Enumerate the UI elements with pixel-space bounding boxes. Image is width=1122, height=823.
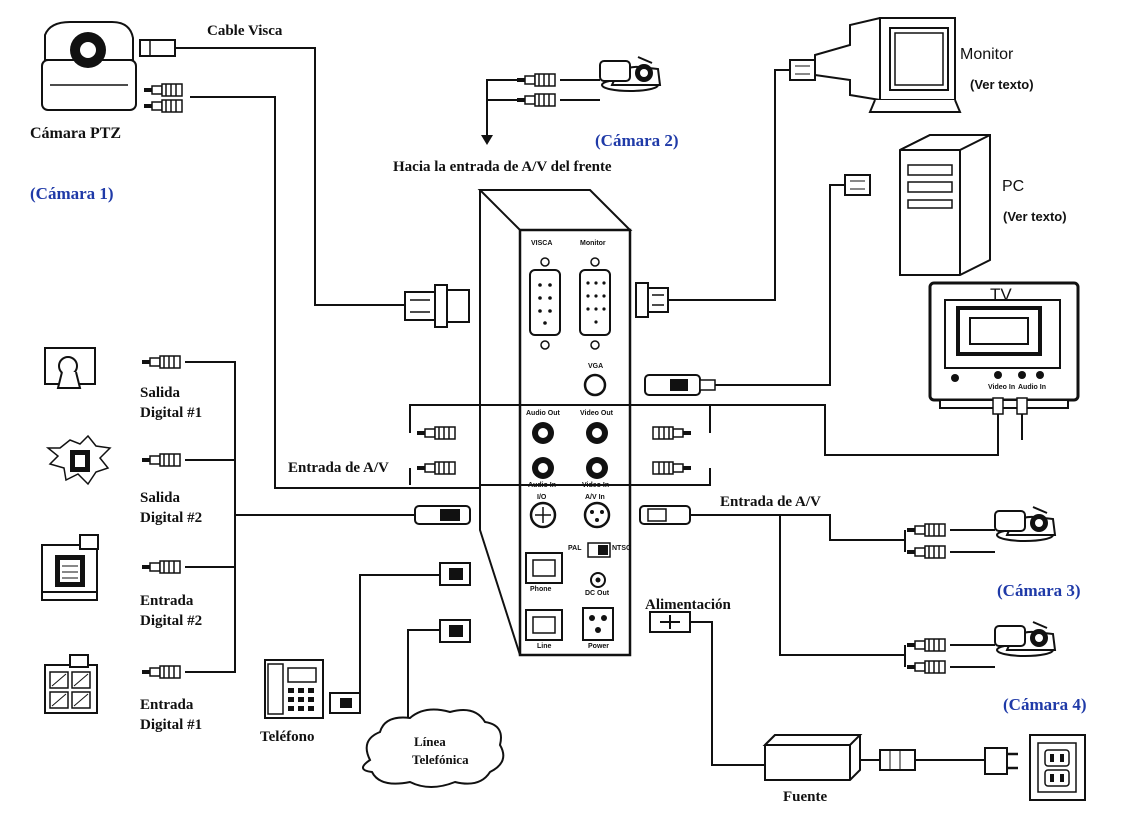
panel-label-video-out: Video Out (580, 410, 613, 417)
rj-plugs (439, 562, 471, 643)
label-salida-digital-2-a: Salida (140, 490, 181, 506)
tv-device (928, 281, 1080, 415)
label-pc-note: (Ver texto) (1003, 209, 1067, 224)
label-entrada-digital-2-b: Digital #2 (140, 613, 203, 629)
camera-4-device (994, 621, 1056, 657)
camera-3-device (994, 506, 1056, 542)
av-in-plug (639, 505, 691, 525)
panel-label-line: Line (537, 643, 552, 650)
label-hacia-entrada: Hacia la entrada de A/V del frente (393, 159, 612, 175)
label-camara-1: (Cámara 1) (30, 184, 114, 203)
tv-label-video-in: Video In (988, 384, 1016, 391)
label-tv: TV (990, 285, 1012, 304)
digital-in-2-device (41, 534, 99, 601)
label-pc: PC (1002, 178, 1025, 195)
digital-out-2-device (45, 434, 112, 486)
label-alimentacion: Alimentación (645, 597, 731, 613)
panel-label-phone: Phone (530, 586, 552, 593)
ptz-camera (41, 21, 137, 111)
panel-label-audio-in: Audio In (528, 482, 556, 489)
label-salida-digital-1-b: Digital #1 (140, 405, 203, 421)
label-monitor: Monitor (960, 46, 1014, 63)
label-entrada-digital-1-a: Entrada (140, 697, 194, 713)
telephone-device (264, 659, 361, 719)
panel-label-av-in: A/V In (585, 494, 605, 501)
label-linea-b: Telefónica (412, 752, 469, 767)
power-supply (762, 734, 916, 781)
main-device (477, 189, 633, 657)
label-monitor-note: (Ver texto) (970, 77, 1034, 92)
tv-label-audio-in: Audio In (1018, 384, 1046, 391)
label-telefono: Teléfono (260, 729, 315, 745)
visca-plug (139, 39, 176, 57)
phone-line-cloud (362, 708, 505, 788)
camera-2-device (599, 56, 661, 92)
panel-label-ntsc: NTSC (612, 545, 632, 552)
cables (175, 47, 1023, 766)
label-entrada-av-left: Entrada de A/V (288, 460, 389, 476)
panel-label-monitor: Monitor (580, 240, 606, 247)
label-entrada-digital-1-b: Digital #1 (140, 717, 203, 733)
panel-label-dc-out: DC Out (585, 590, 610, 597)
pc-device (844, 134, 991, 276)
vga-plug (635, 282, 669, 318)
wall-outlet (984, 734, 1086, 801)
panel-label-visca: VISCA (531, 240, 553, 247)
label-entrada-av-right: Entrada de A/V (720, 494, 821, 510)
monitor-device (789, 17, 962, 113)
label-camara-ptz: Cámara PTZ (30, 125, 122, 142)
digital-out-1-device (44, 347, 96, 389)
panel-label-power: Power (588, 643, 610, 650)
label-salida-digital-2-b: Digital #2 (140, 510, 203, 526)
label-entrada-digital-2-a: Entrada (140, 593, 194, 609)
panel-label-audio-out: Audio Out (526, 410, 560, 417)
panel-label-video-in: Video In (582, 482, 610, 489)
label-linea-a: Línea (414, 734, 446, 749)
label-fuente: Fuente (783, 789, 828, 805)
digital-in-1-device (44, 654, 98, 714)
label-camara-4: (Cámara 4) (1003, 695, 1087, 714)
db9-plug (404, 284, 470, 328)
label-camara-3: (Cámara 3) (997, 581, 1081, 600)
power-plug (649, 611, 691, 633)
panel-label-io: I/O (537, 494, 547, 501)
label-camara-2: (Cámara 2) (595, 131, 679, 150)
label-cable-visca: Cable Visca (207, 23, 283, 39)
panel-label-pal: PAL (568, 545, 582, 552)
panel-label-vga: VGA (588, 363, 604, 370)
svideo-plug (644, 374, 716, 396)
io-plug (414, 505, 471, 525)
label-salida-digital-1-a: Salida (140, 385, 181, 401)
